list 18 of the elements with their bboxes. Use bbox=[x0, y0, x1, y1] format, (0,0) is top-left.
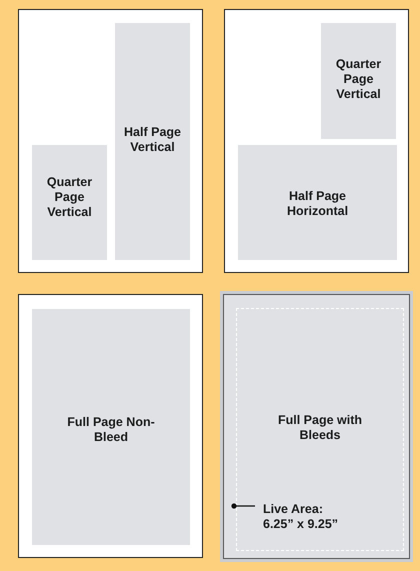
ad-label: Full Page Non-Bleed bbox=[66, 415, 156, 445]
page-outline bbox=[224, 9, 409, 273]
ad-block bbox=[32, 145, 107, 260]
ad-label: Half Page Horizontal bbox=[286, 189, 350, 219]
ad-label: Half Page Vertical bbox=[123, 125, 182, 155]
ad-block bbox=[321, 23, 396, 139]
ad-block bbox=[238, 145, 397, 260]
bleed-page bbox=[220, 291, 413, 562]
ad-block bbox=[115, 23, 190, 260]
live-area-outline bbox=[236, 308, 404, 551]
leader-line bbox=[231, 503, 255, 509]
page-outline bbox=[18, 294, 203, 558]
ad-label: Full Page with Bleeds bbox=[276, 413, 364, 443]
annotation-text: Live Area: 6.25” x 9.25” bbox=[263, 502, 340, 532]
ad-label: Quarter Page Vertical bbox=[334, 57, 382, 102]
ad-label: Quarter Page Vertical bbox=[46, 175, 94, 220]
ad-block bbox=[32, 309, 190, 545]
page-outline bbox=[18, 9, 203, 273]
